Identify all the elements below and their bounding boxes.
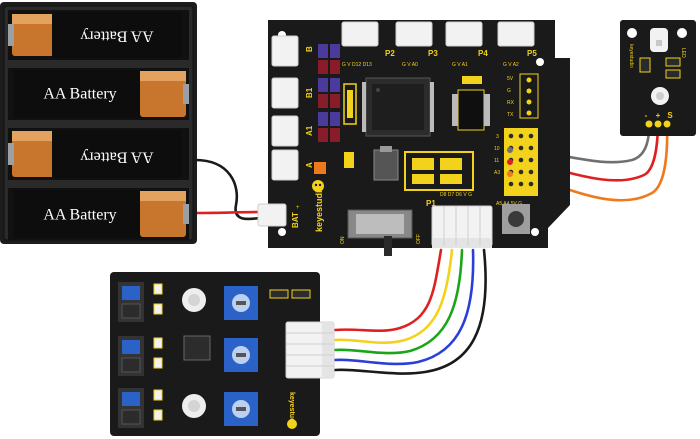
pin-label-5v: 5V <box>507 76 514 82</box>
left-ports: B B1 A1 A <box>271 35 314 181</box>
top-ports: P2 P3 P4 P5 G V D12 D13 G V A0 G V A1 G … <box>341 21 537 68</box>
led-pin-minus: - <box>645 111 648 120</box>
port-a-label: A <box>305 162 314 168</box>
bat-minus: - <box>296 219 298 225</box>
capacitor-column <box>318 44 340 142</box>
led-brand: keyestudio <box>628 44 634 68</box>
sensor-row-3 <box>118 388 258 428</box>
sensor-logo <box>287 419 297 429</box>
bat-label: BAT <box>291 212 300 228</box>
sensor-connector <box>285 321 335 379</box>
led-title: LED <box>680 48 686 58</box>
bat-plus: + <box>296 205 300 211</box>
p1-black-wire <box>333 248 487 375</box>
battery-holder: AA Battery AA Battery AA Battery <box>0 2 197 244</box>
battery-label-2: AA Battery <box>43 86 116 103</box>
pin-label-g: G <box>507 88 511 94</box>
port-b1-label: B1 <box>305 87 314 98</box>
pin-label-rx: RX <box>507 100 515 106</box>
bat-connector: BAT + - <box>257 203 300 228</box>
main-brand-label: keyestudio <box>314 184 324 232</box>
tracking-sensor-module: keyestudio <box>110 272 335 436</box>
led-module: LED keyestudio - + S <box>620 20 696 136</box>
p1-label: P1 <box>426 199 436 208</box>
switch-off-label: OFF <box>416 234 422 244</box>
keyestudio-logo <box>312 180 324 192</box>
battery-label-1: AA Battery <box>80 27 153 44</box>
port-p5-connector <box>497 21 535 47</box>
sensor-brand: keyestudio <box>288 392 295 429</box>
pin-number-11: 11 <box>494 158 499 164</box>
port-p4-pins: G V A1 <box>452 62 468 68</box>
port-p3-label: P3 <box>428 49 438 58</box>
port-p3-connector <box>395 21 433 47</box>
p1-connector: P1 D8 D7 D6 V G <box>426 192 493 248</box>
p1-pin-labels: D8 D7 D6 V G <box>440 192 472 198</box>
sensor-row-2 <box>118 335 258 376</box>
port-p4-connector <box>445 21 483 47</box>
battery-cell-4: AA Battery <box>8 188 189 240</box>
p1-red-wire <box>333 248 443 333</box>
p1-green-wire <box>333 248 464 355</box>
pin-number-3: 3 <box>496 134 499 140</box>
switch-on-label: ON <box>340 236 346 244</box>
battery-label-4: AA Battery <box>43 207 116 224</box>
serial-header <box>519 73 539 119</box>
serial-chip <box>452 76 490 131</box>
reset-button[interactable] <box>502 204 530 234</box>
p1-blue-wire <box>333 248 475 366</box>
led-pin-plus: + <box>656 111 661 120</box>
power-switch[interactable]: ON OFF <box>340 209 422 256</box>
port-a1-label: A1 <box>305 125 314 136</box>
battery-cell-3: AA Battery <box>8 128 189 180</box>
battery-black-wire <box>193 158 270 221</box>
battery-cell-2: AA Battery <box>8 68 189 120</box>
pin-number-10: 10 <box>494 146 500 152</box>
port-p2-pins: G V D12 D13 <box>342 62 372 68</box>
port-p2-connector <box>341 21 379 47</box>
sensor-row-1 <box>118 282 258 322</box>
battery-label-3: AA Battery <box>80 148 153 165</box>
battery-cell-1: AA Battery <box>8 10 189 60</box>
port-p4-label: P4 <box>478 49 488 58</box>
led-pin-s: S <box>667 111 673 120</box>
port-b-label: B <box>305 46 314 52</box>
battery-red-wire <box>193 210 270 215</box>
pin-number-a3: A3 <box>494 170 500 176</box>
p1-yellow-wire <box>333 248 454 344</box>
port-p5-label: P5 <box>527 49 537 58</box>
pin-label-tx: TX <box>507 112 514 118</box>
port-p3-pins: G V A0 <box>402 62 418 68</box>
port-p5-pins: G V A2 <box>503 62 519 68</box>
main-board: P2 P3 P4 P5 G V D12 D13 G V A0 G V A1 G … <box>257 20 570 256</box>
port-p2-label: P2 <box>385 49 395 58</box>
motor-driver-chip <box>362 77 434 137</box>
